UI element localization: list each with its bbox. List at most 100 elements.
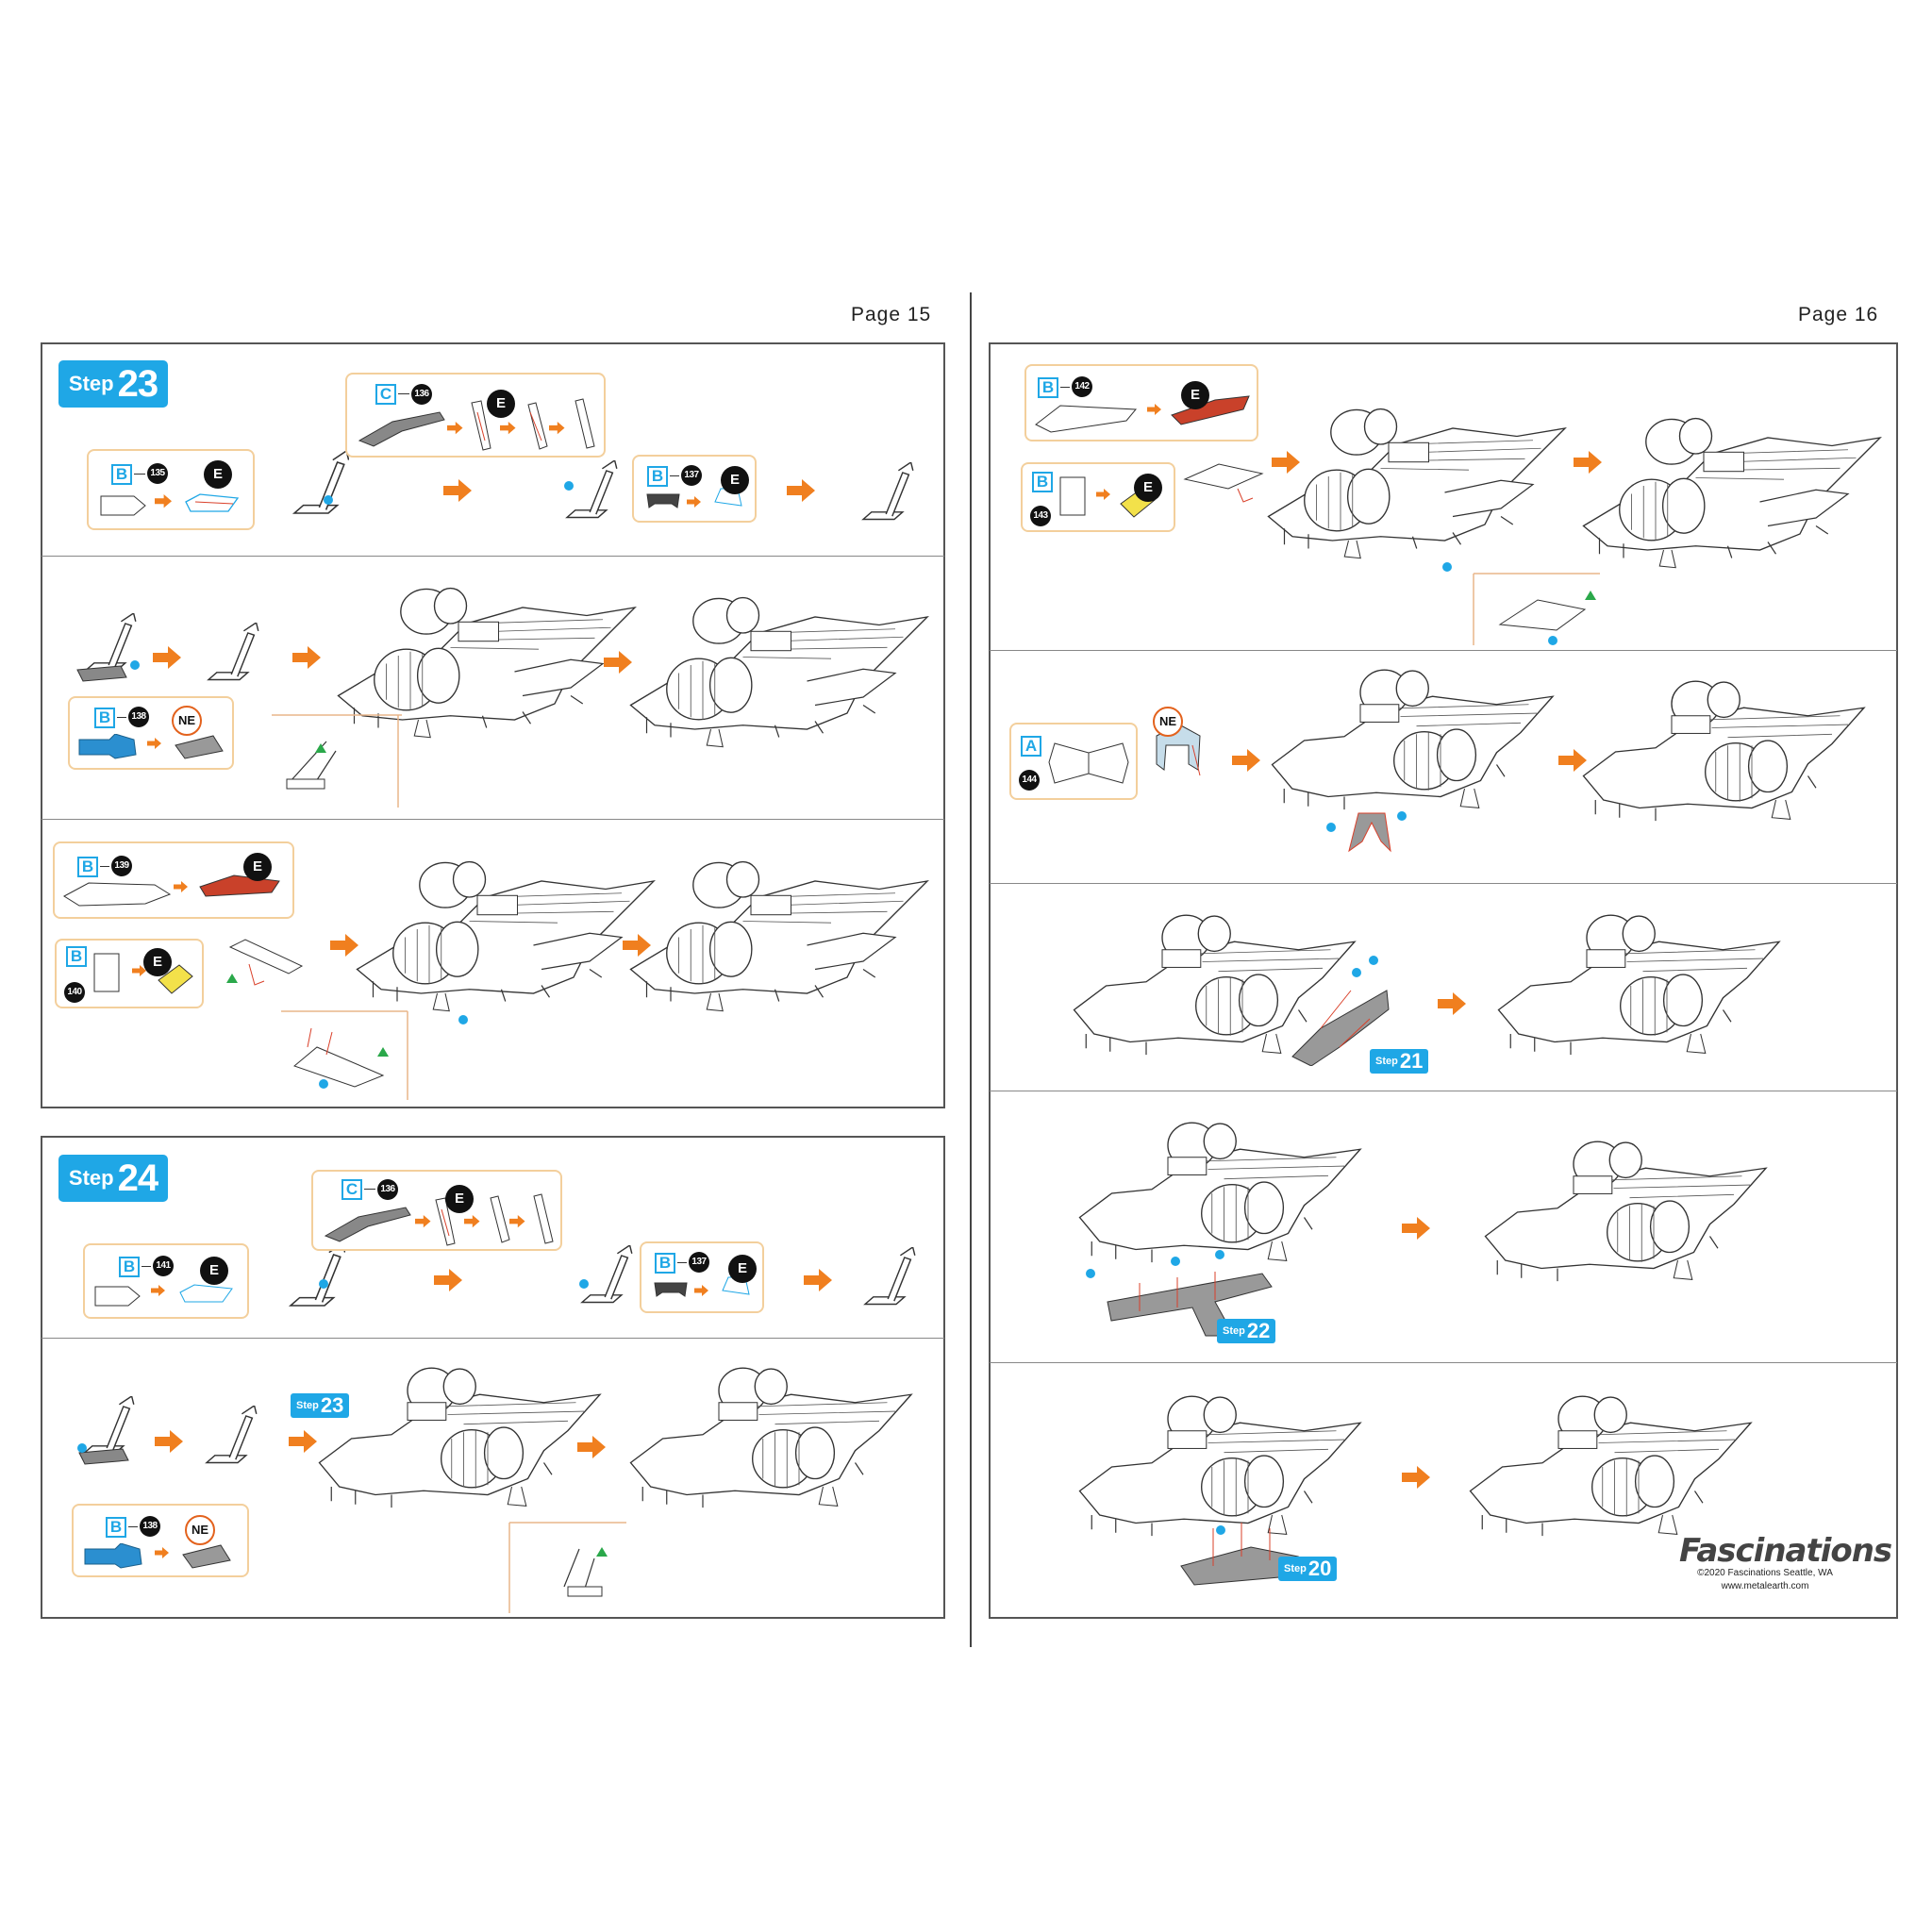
part-folded: [185, 493, 240, 512]
sheet-label: B: [1038, 377, 1058, 398]
step23-badge: Step 23: [58, 360, 168, 408]
part-folded: [182, 1544, 231, 1569]
ship-model: [1582, 680, 1865, 822]
section-divider: [42, 556, 944, 557]
code-ne-badge: NE: [172, 706, 202, 736]
ship-model: [629, 596, 928, 748]
part-outline: [63, 882, 172, 907]
part-outline: [654, 1282, 688, 1297]
sheet-label: B: [106, 1517, 126, 1538]
code-e-badge: E: [243, 853, 272, 881]
part-number: 138: [128, 707, 149, 727]
page-number-right: Page 16: [1798, 304, 1879, 325]
part-outline: [84, 1543, 142, 1569]
glue-point-dot: [1215, 1250, 1224, 1259]
code-e-badge: E: [204, 460, 232, 489]
part-assembly: [1183, 463, 1264, 503]
section-divider: [42, 819, 944, 820]
arrow-icon: [443, 479, 472, 502]
glue-point-dot: [130, 660, 140, 670]
arrow-icon: [1438, 992, 1466, 1015]
arrow-icon: [174, 881, 188, 892]
strut-assembly: [208, 623, 259, 681]
code-e-badge: E: [143, 948, 172, 976]
part-number: 136: [377, 1179, 398, 1200]
detail-lines: [1473, 573, 1600, 645]
ship-model: [356, 860, 655, 1012]
code-e-badge: E: [200, 1257, 228, 1285]
part-assembly: [226, 939, 304, 986]
code-e-badge: E: [487, 390, 515, 418]
part-number: 136: [411, 384, 432, 405]
step-ref-word: Step: [1223, 1325, 1245, 1337]
part-number: 143: [1030, 506, 1051, 526]
glue-point-dot: [1397, 811, 1407, 821]
callout-part-137-b: B 137 E: [640, 1241, 764, 1313]
strut-assembly: [293, 451, 349, 514]
connector-line: [128, 1526, 138, 1527]
part-folded: [527, 402, 548, 450]
step-word: Step: [68, 372, 114, 395]
arrow-icon: [153, 646, 181, 669]
callout-part-139: B 139 E: [53, 841, 294, 919]
page-number-left: Page 15: [851, 304, 932, 325]
code-ne-badge: NE: [1153, 707, 1183, 737]
connector-line: [134, 474, 145, 475]
part-outline: [93, 953, 120, 992]
arrow-icon: [434, 1269, 462, 1291]
sheet-label: B: [77, 857, 98, 877]
part-number: 137: [689, 1252, 709, 1273]
ship-model: [629, 1367, 912, 1508]
part-folded: [158, 964, 193, 994]
callout-part-142: B 142 E: [1024, 364, 1258, 441]
part-plate-gray: [1180, 1523, 1299, 1586]
strut-assembly: [864, 1247, 916, 1306]
connector-line: [677, 1262, 687, 1263]
part-folded: [199, 874, 280, 897]
callout-part-136: C 136 E: [345, 373, 606, 458]
part-outline: [1035, 405, 1138, 433]
glue-point-dot: [1369, 956, 1378, 965]
ship-model: [1582, 417, 1881, 569]
part-outline: [324, 1207, 411, 1242]
step-ref-word: Step: [296, 1400, 319, 1411]
glue-point-dot: [1171, 1257, 1180, 1266]
glue-point-dot: [579, 1279, 589, 1289]
sheet-label: C: [375, 384, 396, 405]
glue-point-dot: [1442, 562, 1452, 572]
page16-frame: [989, 342, 1898, 1619]
connector-line: [1060, 387, 1070, 388]
brand-url: www.metalearth.com: [1721, 1581, 1809, 1591]
glue-point-dot: [458, 1015, 468, 1024]
part-number: 140: [64, 982, 85, 1003]
step-ref-word: Step: [1284, 1563, 1307, 1574]
part-folded: [575, 398, 595, 449]
part-gray: [76, 665, 127, 682]
section-divider: [990, 650, 1897, 651]
sheet-label: B: [655, 1253, 675, 1274]
part-outline: [358, 411, 445, 447]
connector-line: [670, 475, 679, 476]
arrow-icon: [155, 1547, 169, 1558]
arrow-icon: [1232, 749, 1260, 772]
ship-model: [318, 1367, 601, 1508]
part-outline: [94, 1286, 141, 1307]
callout-part-144: A 144: [1009, 723, 1138, 800]
page-divider: [970, 292, 972, 1647]
arrow-icon: [577, 1436, 606, 1458]
detail-lines: [272, 714, 402, 808]
connector-line: [117, 717, 126, 718]
glue-point-dot: [1548, 636, 1557, 645]
glue-point-dot: [1086, 1269, 1095, 1278]
step-ref-word: Step: [1375, 1056, 1398, 1067]
arrow-icon: [147, 738, 161, 749]
arrow-icon: [1147, 404, 1161, 415]
code-e-badge: E: [1181, 381, 1209, 409]
section-divider: [990, 1362, 1897, 1363]
sheet-label: B: [66, 946, 87, 967]
glue-point-dot: [319, 1279, 328, 1289]
code-e-badge: E: [721, 466, 749, 494]
step-number: 24: [117, 1157, 158, 1199]
strut-assembly: [566, 460, 618, 519]
sheet-label: B: [111, 464, 132, 485]
